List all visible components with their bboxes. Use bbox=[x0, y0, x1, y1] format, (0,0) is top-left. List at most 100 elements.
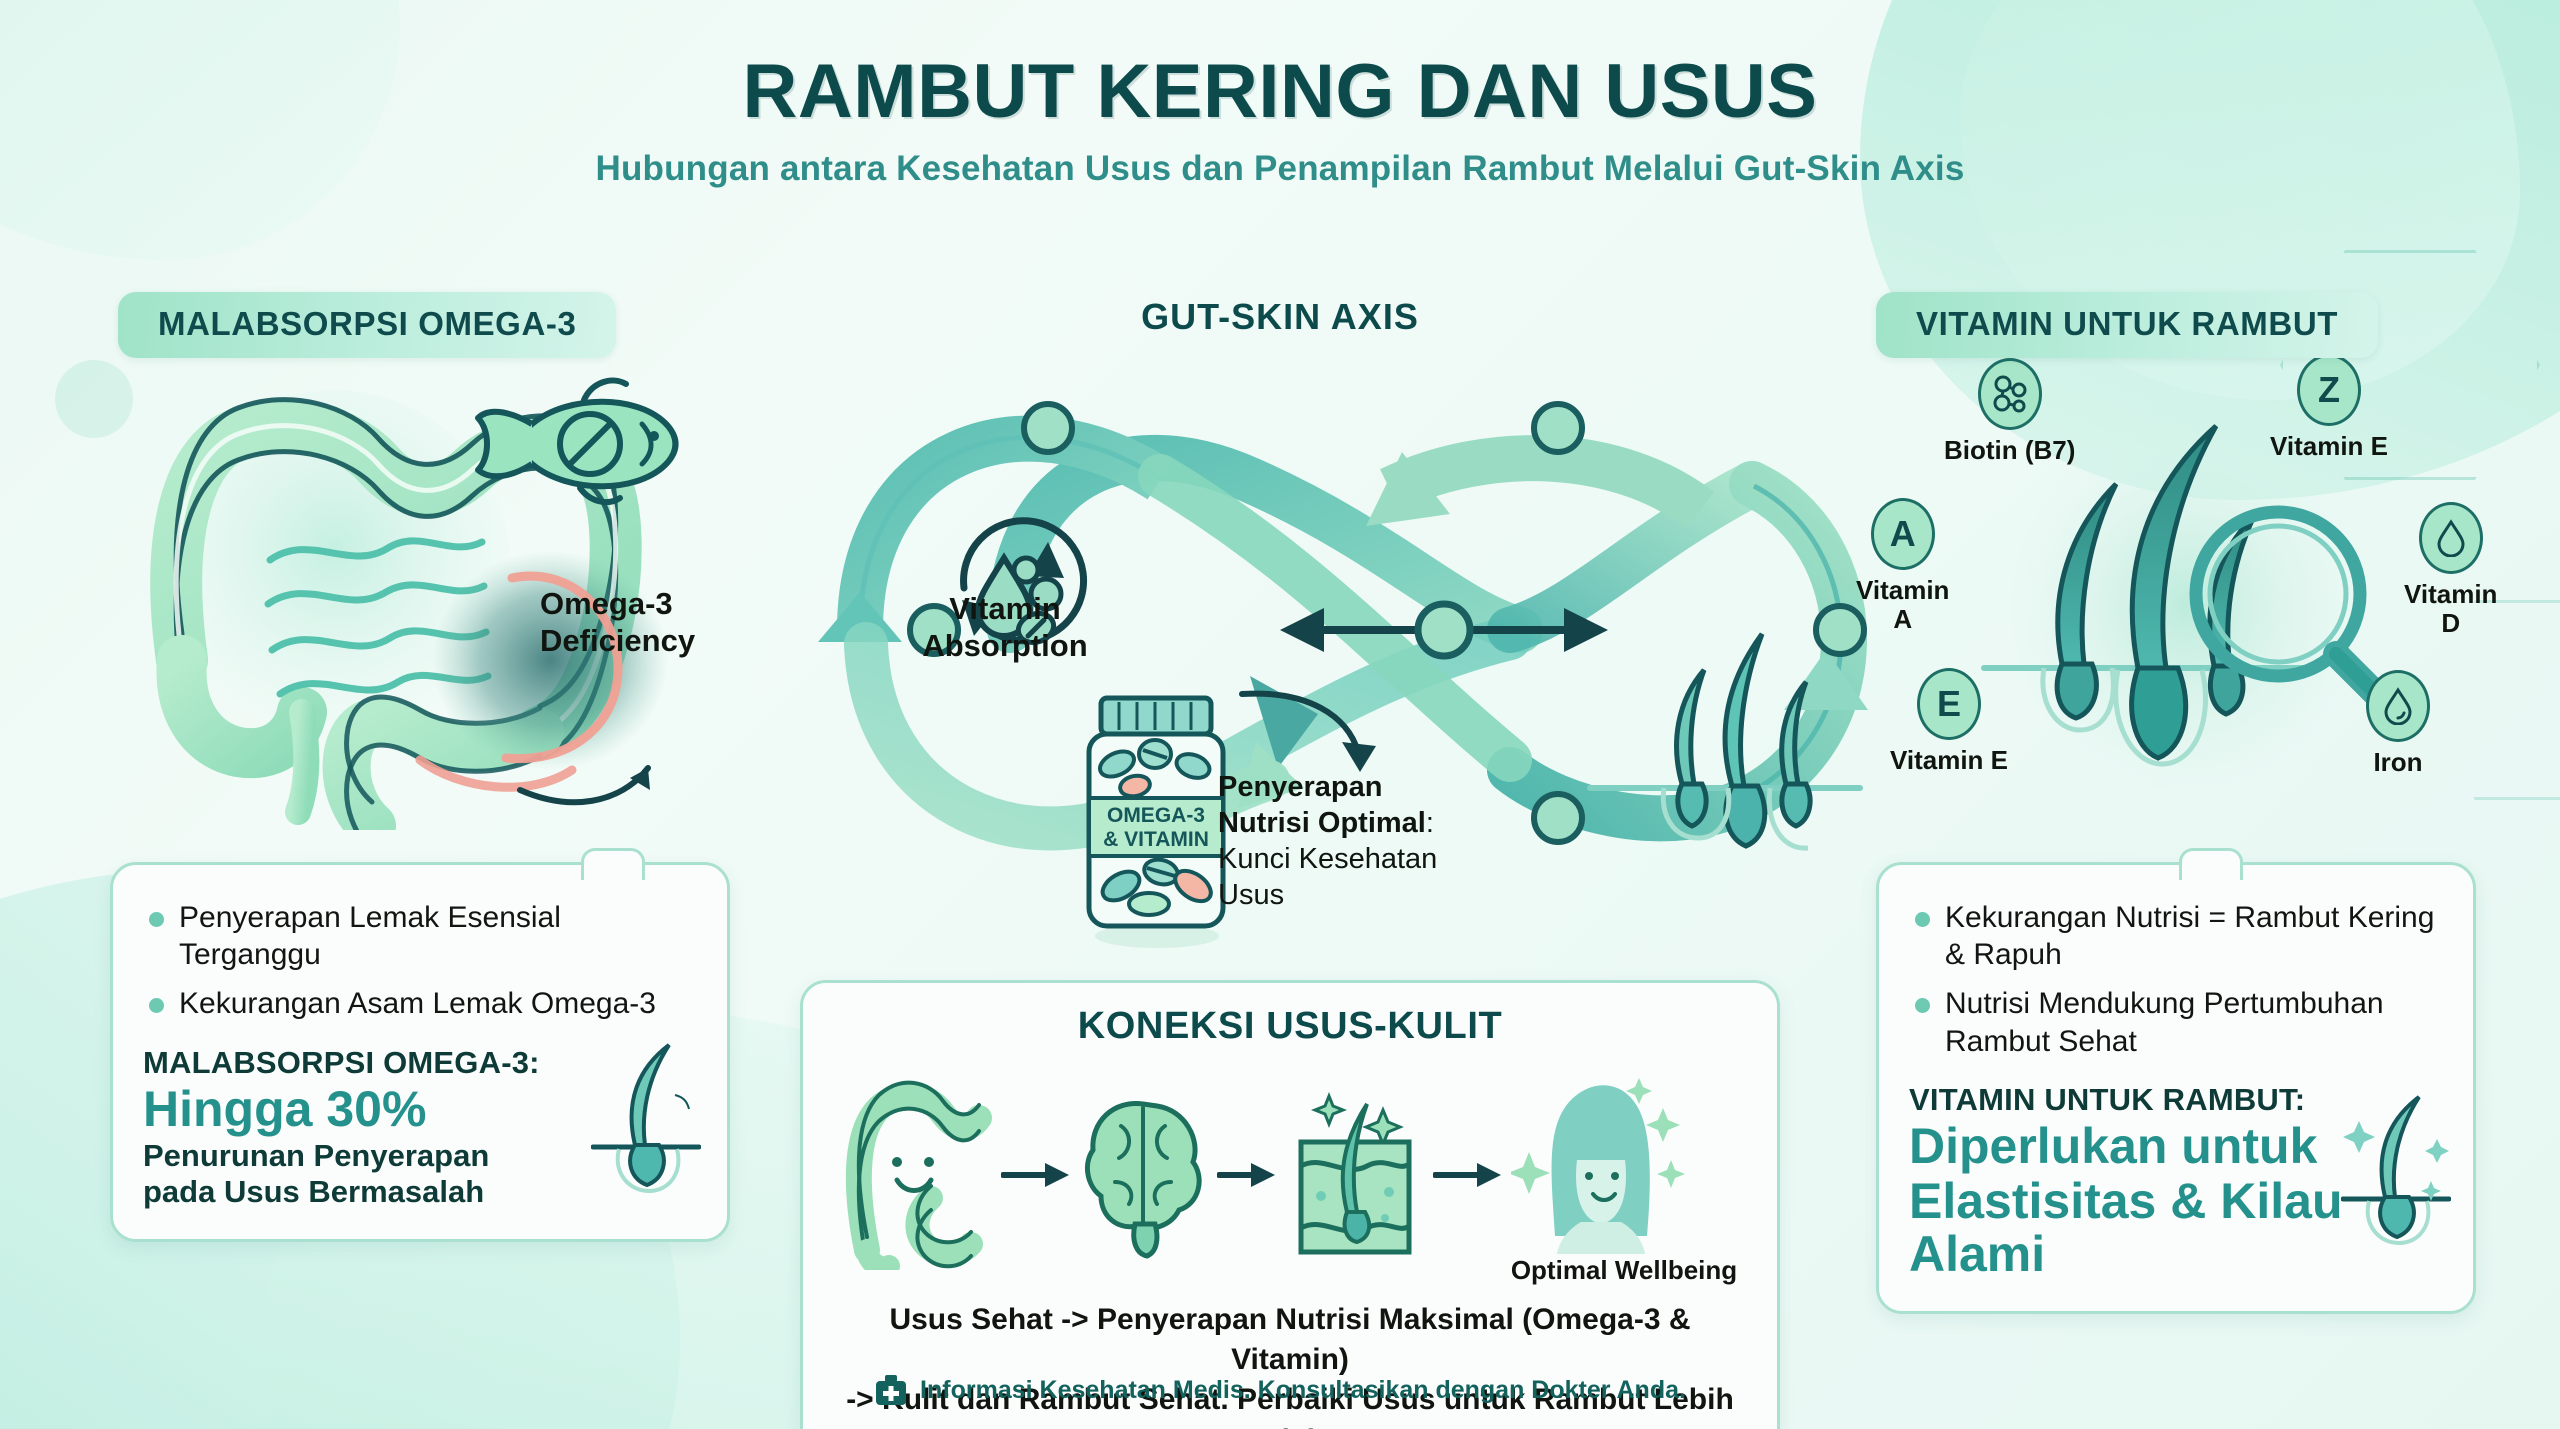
loop-node-right bbox=[1813, 603, 1867, 657]
right-stat-value: Diperlukan untuk bbox=[1909, 1117, 2318, 1174]
hair-follicles-icon bbox=[1587, 632, 1863, 851]
vitamin-e-bottom: E Vitamin E bbox=[1890, 668, 2008, 775]
hair-vitamins-illustration: Biotin (B7) Z Vitamin E A Vitamin A Vita… bbox=[1856, 354, 2506, 818]
loop-cross-ribbon bbox=[1138, 454, 1532, 782]
vitamin-e-bottom-badge: E bbox=[1917, 668, 1981, 740]
vitamin-a-label-line2: A bbox=[1893, 604, 1913, 635]
loop-right-upper-arc bbox=[1380, 435, 1715, 529]
wellbeing-block: Optimal Wellbeing bbox=[1507, 1064, 1738, 1286]
sigmoid-outline-2 bbox=[344, 742, 543, 853]
nutrition-callout-rest: : Kunci Kesehatan Usus bbox=[1218, 806, 1438, 911]
hair-follicle-center-svg bbox=[1981, 421, 2407, 791]
connection-card-text: Usus Sehat -> Penyerapan Nutrisi Maksima… bbox=[829, 1300, 1751, 1429]
vitamin-iron: Iron bbox=[2366, 670, 2430, 777]
loop-up-arrowhead bbox=[1238, 742, 1304, 808]
right-stat-label: VITAMIN UNTUK RAMBUT: bbox=[1909, 1081, 2306, 1117]
vitamin-d-label-line2: D bbox=[2441, 608, 2461, 639]
vitamin-absorption-label: Vitamin Absorption bbox=[890, 590, 1120, 664]
loop-node-top-right bbox=[1531, 401, 1585, 455]
brain-icon bbox=[1084, 1101, 1202, 1259]
axis-arrow-left bbox=[1280, 608, 1324, 652]
shoulders bbox=[1556, 1222, 1645, 1254]
nutrition-callout-bold: Penyerapan Nutrisi Optimal bbox=[1218, 771, 1426, 839]
bottle-pills-top bbox=[1098, 738, 1212, 799]
supplement-bottle-svg: OMEGA-3 & VITAMIN bbox=[1086, 695, 1226, 948]
bottle-shadow bbox=[1095, 924, 1219, 948]
page-title: RAMBUT KERING DAN USUS bbox=[742, 49, 1818, 134]
right-card-bullet-list: Kekurangan Nutrisi = Rambut Kering & Rap… bbox=[1909, 899, 2443, 1060]
iron-label: Iron bbox=[2373, 747, 2423, 777]
left-card-bullet-list: Penyerapan Lemak Esensial Terganggu Keku… bbox=[143, 899, 697, 1023]
vitamin-absorption-line2: Absorption bbox=[922, 628, 1088, 664]
loop-node-left bbox=[907, 603, 961, 657]
biotin-label: Biotin (B7) bbox=[1944, 435, 2076, 465]
bottle-to-text-arrow bbox=[1239, 690, 1376, 772]
gut-icon bbox=[845, 1080, 992, 1270]
right-card-notch bbox=[2179, 848, 2243, 880]
wellbeing-label: Optimal Wellbeing bbox=[1510, 1255, 1738, 1285]
vitamin-d: Vitamin D bbox=[2404, 502, 2497, 638]
gut-skin-connection-card: KONEKSI USUS-KULIT bbox=[800, 980, 1780, 1429]
sparkles bbox=[1507, 1078, 1685, 1194]
flow-arrow-3 bbox=[1432, 1163, 1501, 1187]
flow-arrow-1 bbox=[1000, 1163, 1069, 1187]
hair-bulb-right bbox=[2208, 663, 2246, 717]
vitamin-e-top-badge: Z bbox=[2297, 354, 2361, 426]
bottle-label-band bbox=[1091, 798, 1221, 856]
biotin-badge bbox=[1977, 358, 2042, 430]
omega-deficiency-line1: Omega-3 bbox=[540, 586, 673, 621]
iron-badge bbox=[2366, 670, 2430, 742]
list-item: Penyerapan Lemak Esensial Terganggu bbox=[143, 899, 697, 973]
page-header: RAMBUT KERING DAN USUS Hubungan antara K… bbox=[0, 48, 2560, 189]
vitamin-biotin: Biotin (B7) bbox=[1944, 358, 2075, 465]
list-item: Kekurangan Asam Lemak Omega-3 bbox=[143, 985, 697, 1022]
right-info-card: Kekurangan Nutrisi = Rambut Kering & Rap… bbox=[1876, 848, 2476, 1314]
loop-node-top-left bbox=[1021, 401, 1075, 455]
bottle-pills-bottom bbox=[1100, 857, 1213, 917]
left-heading-pill: MALABSORPSI OMEGA-3 bbox=[118, 292, 617, 358]
loop-right-arrowhead bbox=[1366, 452, 1450, 526]
droplet-icon bbox=[2384, 687, 2412, 725]
follicle-outline-left bbox=[2040, 667, 2116, 733]
loop-right-top-in bbox=[1487, 461, 1775, 653]
connection-text-line1: Usus Sehat -> Penyerapan Nutrisi Maksima… bbox=[889, 1303, 1691, 1377]
footer: Informasi Kesehatan Medis. Konsultasikan… bbox=[0, 1373, 2560, 1407]
intestine-svg bbox=[150, 377, 679, 853]
hair-bulb-left bbox=[2054, 661, 2099, 721]
gut-skin-axis-diagram bbox=[690, 330, 1920, 950]
axis-arrow-right bbox=[1564, 608, 1608, 652]
left-column-heading: MALABSORPSI OMEGA-3 bbox=[118, 292, 617, 358]
vitamin-e-bottom-label: Vitamin E bbox=[1890, 745, 2009, 775]
loop-node-bottom-right bbox=[1531, 791, 1585, 845]
hair-front bbox=[1570, 1090, 1634, 1142]
footer-text: Informasi Kesehatan Medis. Konsultasikan… bbox=[920, 1375, 1686, 1404]
loop-right-lower-arrowhead bbox=[1784, 650, 1868, 710]
fish-no-omega-icon bbox=[475, 377, 679, 506]
vitamin-absorption-icon bbox=[960, 517, 1088, 646]
colon-descending bbox=[156, 635, 327, 779]
vitamin-d-label: Vitamin D bbox=[2404, 579, 2497, 639]
inflammation-ring-2 bbox=[415, 755, 577, 792]
bottle-label-line2: & VITAMIN bbox=[1103, 828, 1209, 851]
intestine-illustration bbox=[120, 360, 740, 853]
supplement-bottle: OMEGA-3 & VITAMIN bbox=[1075, 690, 1245, 950]
medical-kit-icon bbox=[876, 1375, 907, 1405]
skin-icon bbox=[1298, 1091, 1412, 1255]
loop-cross-arrowhead bbox=[1250, 676, 1318, 768]
hair-sparkle-icon bbox=[2341, 1095, 2451, 1245]
appendix bbox=[285, 699, 320, 825]
vitamin-e-top: Z Vitamin E bbox=[2270, 354, 2388, 461]
page-subtitle: Hubungan antara Kesehatan Usus dan Penam… bbox=[595, 149, 1965, 188]
vitamin-a: A Vitamin A bbox=[1856, 498, 1949, 634]
infinity-loop-svg bbox=[818, 401, 1868, 910]
omega-deficiency-line2: Deficiency bbox=[540, 622, 696, 658]
inflammation-ring bbox=[501, 571, 623, 764]
connection-card-title: KONEKSI USUS-KULIT bbox=[1077, 1005, 1503, 1047]
bottle-label-line1: OMEGA-3 bbox=[1107, 804, 1205, 827]
vitamin-e-top-label: Vitamin E bbox=[2270, 431, 2389, 461]
background-circle-1 bbox=[55, 360, 133, 438]
right-stat-value-2: Elastisitas & Kilau Alami bbox=[1909, 1172, 2343, 1282]
sparkles bbox=[2343, 1120, 2449, 1201]
molecule-icon bbox=[1993, 375, 2027, 413]
